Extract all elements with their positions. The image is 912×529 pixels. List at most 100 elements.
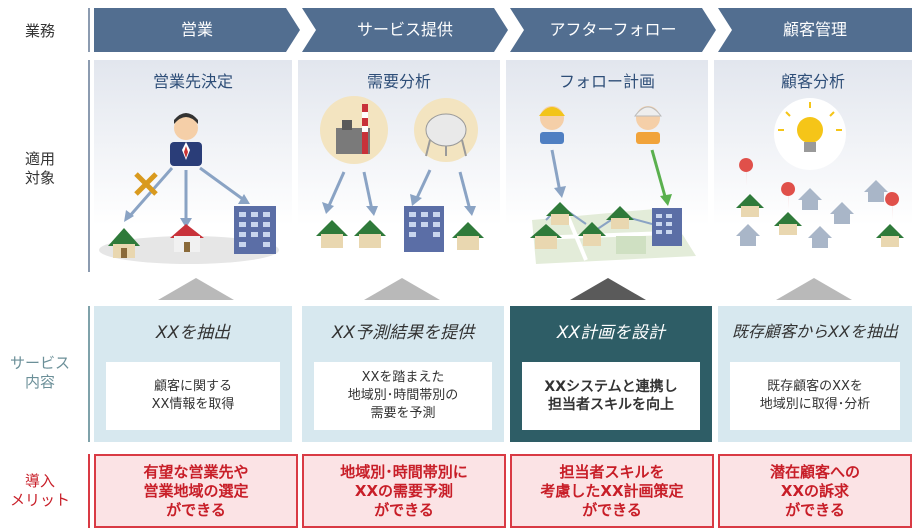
service-line: 地域別に取得･分析 — [759, 397, 871, 412]
lightbulb-icon — [774, 98, 846, 170]
service-line: XXを踏まえた — [361, 370, 445, 385]
arrow-up-triangle-4 — [776, 278, 852, 300]
panel-title: 顧客分析 — [780, 72, 845, 91]
house-icon — [170, 224, 204, 252]
sales-illustration — [99, 113, 279, 264]
stage-chevron-3: アフターフォロー — [510, 8, 716, 52]
merit-line: ができる — [166, 500, 226, 519]
arrow-up-triangle-1 — [158, 278, 234, 300]
service-line: 既存顧客のXXを — [767, 379, 863, 394]
service-line: XX情報を取得 — [151, 397, 235, 412]
building-icon — [652, 208, 682, 246]
house-icon — [830, 202, 854, 224]
target-panel-4: 顧客分析 — [714, 60, 912, 272]
service-heading: XX計画を設計 — [556, 323, 666, 343]
service-line: 需要を予測 — [370, 406, 436, 421]
target-panel-1: 営業先決定 — [94, 60, 292, 272]
service-heading: XXを抽出 — [155, 323, 231, 343]
house-icon — [108, 228, 140, 258]
row-label-business: 業務 — [0, 22, 80, 41]
merit-line: XXの訴求 — [780, 481, 850, 500]
stage-label: 営業 — [180, 20, 213, 39]
merit-line: XXの需要予測 — [354, 481, 454, 500]
service-heading: XX予測結果を提供 — [331, 323, 475, 343]
target-panel-3: フォロー計画 — [506, 60, 708, 272]
merit-line: ができる — [374, 500, 434, 519]
arrow-up-triangle-3 — [570, 278, 646, 300]
worker-icon — [634, 106, 662, 144]
service-card-3: XX計画を設計 XXシステムと連携し担当者スキルを向上 — [510, 306, 712, 442]
merit-line: ができる — [582, 500, 642, 519]
merit-line: 地域別･時間帯別に — [340, 462, 468, 481]
house-icon — [530, 224, 562, 249]
stage-chevron-4: 顧客管理 — [718, 8, 912, 52]
service-description: XXシステムと連携し担当者スキルを向上 — [522, 362, 700, 430]
chevron-shape — [718, 8, 912, 52]
follow-illustration — [530, 106, 696, 264]
house-icon — [798, 188, 822, 210]
divider-target — [88, 60, 90, 272]
service-card-1: XXを抽出 顧客に関する XX情報を取得 — [94, 306, 292, 442]
service-card-2: XX予測結果を提供 XXを踏まえた地域別･時間帯別の需要を予測 — [302, 306, 504, 442]
house-icon — [876, 224, 904, 247]
row-label-merit-line1: 導入 — [24, 472, 55, 490]
row-label-business-text: 業務 — [24, 22, 55, 40]
merit-line: ができる — [785, 500, 845, 519]
stage-label: 顧客管理 — [782, 20, 847, 39]
gas-tank-icon — [414, 98, 478, 162]
panel-title: 需要分析 — [366, 72, 431, 91]
merit-line: 有望な営業先や — [143, 462, 249, 481]
service-heading: 既存顧客からXXを抽出 — [732, 322, 898, 341]
house-icon — [808, 226, 832, 248]
house-icon — [578, 222, 606, 246]
service-card-4: 既存顧客からXXを抽出 既存顧客のXXを地域別に取得･分析 — [718, 306, 912, 442]
row-label-service-line2: 内容 — [24, 373, 55, 391]
house-icon — [774, 212, 802, 235]
stage-label: アフターフォロー — [549, 20, 677, 39]
worker-icon — [539, 106, 565, 144]
demand-illustration — [316, 96, 484, 252]
merit-card-1: 有望な営業先や営業地域の選定ができる — [94, 454, 298, 528]
service-description: XXを踏まえた地域別･時間帯別の需要を予測 — [314, 362, 492, 430]
house-icon — [736, 194, 764, 217]
service-line: 地域別･時間帯別の — [347, 388, 459, 403]
house-icon — [606, 206, 634, 229]
building-icon — [234, 206, 276, 254]
house-icon — [316, 220, 348, 248]
service-description: 顧客に関する XX情報を取得 — [106, 362, 280, 430]
chevron-shape — [510, 8, 716, 52]
merit-card-3: 担当者スキルを考慮したXX計画策定ができる — [510, 454, 714, 528]
merit-line: 潜在顧客への — [769, 462, 860, 481]
row-label-target-line1: 適用 — [24, 150, 55, 168]
service-line: 顧客に関する — [153, 379, 232, 394]
row-label-target-line2: 対象 — [24, 169, 55, 187]
service-line: XXシステムと連携し — [544, 379, 678, 395]
divider-merit — [88, 454, 90, 528]
arrow-up-triangle-2 — [364, 278, 440, 300]
factory-icon — [320, 96, 388, 164]
house-icon — [452, 222, 484, 250]
stage-chevron-1: 営業 — [94, 8, 300, 52]
house-icon — [546, 202, 574, 225]
target-panel-2: 需要分析 — [298, 60, 500, 272]
row-label-merit-line2: メリット — [9, 491, 70, 509]
cross-mark-icon — [134, 172, 158, 196]
house-icon — [736, 224, 760, 246]
row-label-merit: 導入 メリット — [0, 472, 80, 510]
panel-title: 営業先決定 — [152, 72, 233, 91]
chevron-shape — [94, 8, 300, 52]
businessman-icon — [170, 113, 202, 166]
row-label-service: サービス 内容 — [0, 354, 80, 392]
divider-business — [88, 8, 90, 52]
building-icon — [404, 206, 444, 252]
merit-line: 営業地域の選定 — [143, 481, 249, 500]
stage-label: サービス提供 — [356, 20, 453, 39]
house-icon — [864, 180, 888, 202]
row-label-service-line1: サービス — [9, 354, 70, 372]
divider-service — [88, 306, 90, 442]
merit-line: 考慮したXX計画策定 — [540, 481, 684, 500]
house-icon — [354, 220, 386, 248]
service-description: 既存顧客のXXを地域別に取得･分析 — [730, 362, 900, 430]
